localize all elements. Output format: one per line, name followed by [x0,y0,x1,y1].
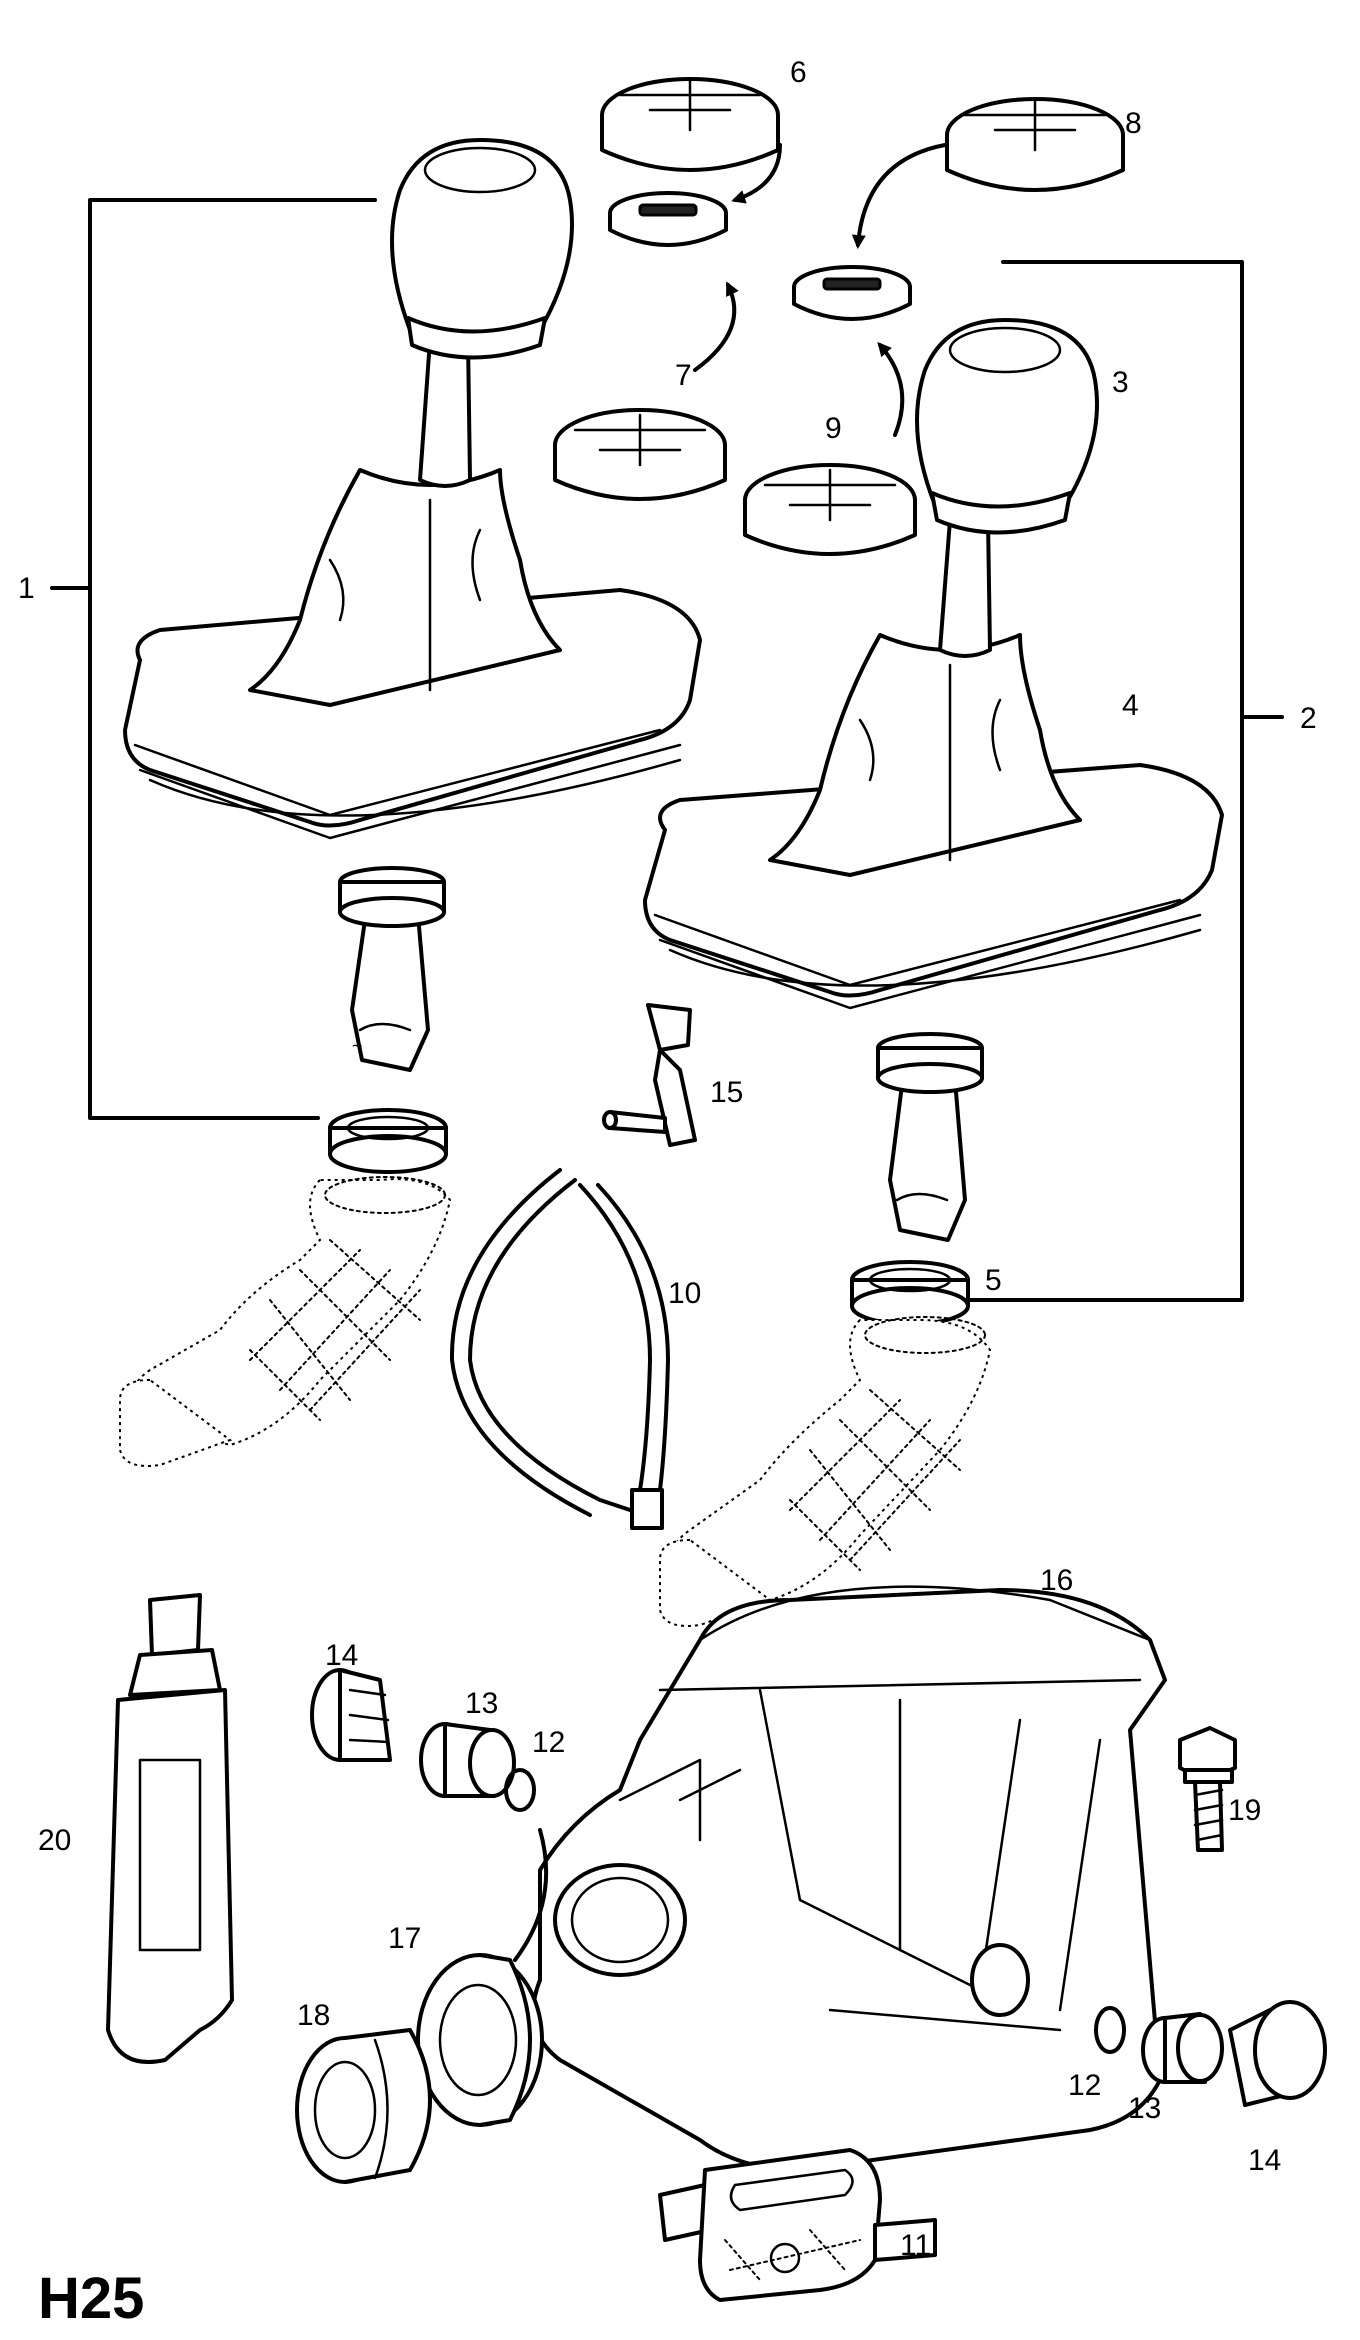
callout-12a: 12 [532,1726,565,1759]
callout-3: 3 [1112,366,1129,399]
callout-18: 18 [297,1999,330,2032]
bush-sleeve-right [1141,2012,1224,2084]
selector-housing [531,1585,1167,2172]
callout-1: 1 [18,572,35,605]
ring-left [328,1108,448,1174]
callout-15: 15 [710,1076,743,1109]
knob-cap-9 [743,463,917,556]
callout-9: 9 [825,412,842,445]
bush-sleeve-left [419,1722,516,1798]
callout-11: 11 [900,2229,931,2262]
o-ring-left [504,1768,536,1812]
bracket-arc-17 [513,1828,549,1962]
bracket-assembly-1 [50,198,377,1120]
selector-block [658,2148,937,2302]
callout-6: 6 [790,56,807,89]
phantom-lever-housing-left [119,1176,452,1467]
gear-lever-assembly-left: ~ [123,138,702,1072]
callout-13a: 13 [465,1687,498,1720]
o-ring-right [1094,2006,1126,2054]
callout-19: 19 [1228,1794,1261,1827]
knob-cap-6 [600,77,780,172]
callout-labels: 1 2 3 4 5 6 7 8 9 10 11 12 12 13 13 14 1… [18,56,1317,2262]
assembly-arrows [693,143,947,437]
callout-16: 16 [1040,1564,1073,1597]
callout-7: 7 [675,359,692,392]
knob-cap-8 [945,97,1125,192]
callout-12b: 12 [1068,2069,1101,2102]
plate-code: H25 [38,2266,144,2331]
bush-cap-left [310,1668,392,1762]
gear-lever-assembly-right [643,318,1224,1242]
callout-10: 10 [668,1277,701,1310]
sleeve-bushing [295,2028,432,2184]
hex-bolt [1178,1726,1237,1852]
callout-13b: 13 [1128,2092,1161,2125]
ring-right [850,1260,970,1326]
insert-disc-left [608,191,728,247]
lubricant-tube [106,1593,234,2064]
callout-2: 2 [1300,702,1317,735]
bush-cap-right [1228,2000,1327,2107]
callout-4: 4 [1122,689,1139,722]
callout-14a: 14 [325,1639,358,1672]
callout-8: 8 [1125,107,1142,140]
callout-5: 5 [985,1264,1002,1297]
phantom-lever-housing-right [659,1316,992,1627]
bearing-flange [416,1953,544,2127]
callout-14b: 14 [1248,2144,1281,2177]
callout-20: 20 [38,1824,71,1857]
svg-text:~: ~ [352,1036,363,1056]
callout-17: 17 [388,1922,421,1955]
knob-cap-7 [553,408,727,501]
retaining-clip [602,1003,697,1147]
bracket-assembly-2 [960,260,1284,1302]
insert-disc-right [792,265,912,321]
cable-tie [449,1168,670,1530]
